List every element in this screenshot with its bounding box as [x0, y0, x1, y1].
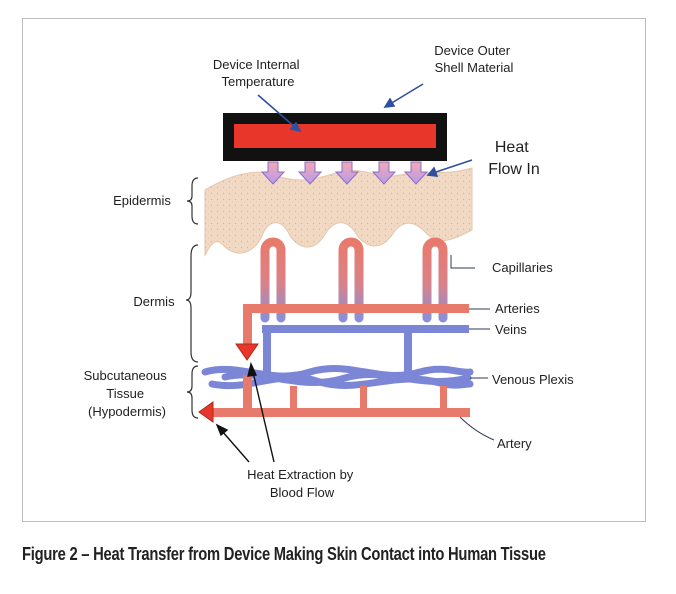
callout-arrows	[257, 83, 473, 177]
artery-vessel	[212, 408, 470, 417]
heat-extraction-left-arrow	[198, 401, 214, 423]
label-device-outer-shell: Device Outer Shell Material	[434, 43, 514, 75]
label-artery: Artery	[497, 436, 532, 451]
figure-caption: Figure 2 – Heat Transfer from Device Mak…	[22, 544, 546, 564]
veins-vessel	[262, 325, 469, 333]
heat-arrow-1	[260, 161, 286, 185]
artery-descending	[243, 304, 252, 346]
heat-arrow-2	[297, 161, 323, 185]
label-venous-plexis: Venous Plexis	[492, 372, 574, 387]
artery-connectors	[290, 386, 447, 410]
artery-descending-lower	[243, 375, 252, 413]
layer-braces	[185, 177, 199, 419]
label-veins: Veins	[495, 322, 527, 337]
heat-flow-arrows	[260, 161, 429, 185]
capillaries	[260, 237, 448, 323]
figure-frame	[22, 18, 646, 522]
label-device-internal-temperature: Device Internal Temperature	[213, 57, 303, 89]
heat-arrow-4	[371, 161, 397, 185]
heat-extraction-callouts	[215, 361, 275, 463]
heat-arrow-5	[403, 161, 429, 185]
label-heat-extraction: Heat Extraction by Blood Flow	[247, 467, 357, 500]
label-subcutaneous: Subcutaneous Tissue (Hypodermis)	[84, 368, 171, 419]
label-epidermis: Epidermis	[113, 193, 171, 208]
heat-transfer-diagram: Device Internal Temperature Device Outer…	[84, 43, 575, 500]
heat-arrow-3	[334, 161, 360, 185]
heat-extraction-down-arrow	[235, 343, 259, 361]
label-dermis: Dermis	[133, 294, 175, 309]
label-arteries: Arteries	[495, 301, 540, 316]
label-leaders	[450, 255, 495, 441]
label-heat-flow-in: Heat Flow In	[488, 139, 540, 178]
arteries-vessel	[243, 304, 469, 313]
label-capillaries: Capillaries	[492, 260, 553, 275]
vein-connectors	[263, 329, 412, 375]
device-internal-core	[234, 124, 436, 148]
